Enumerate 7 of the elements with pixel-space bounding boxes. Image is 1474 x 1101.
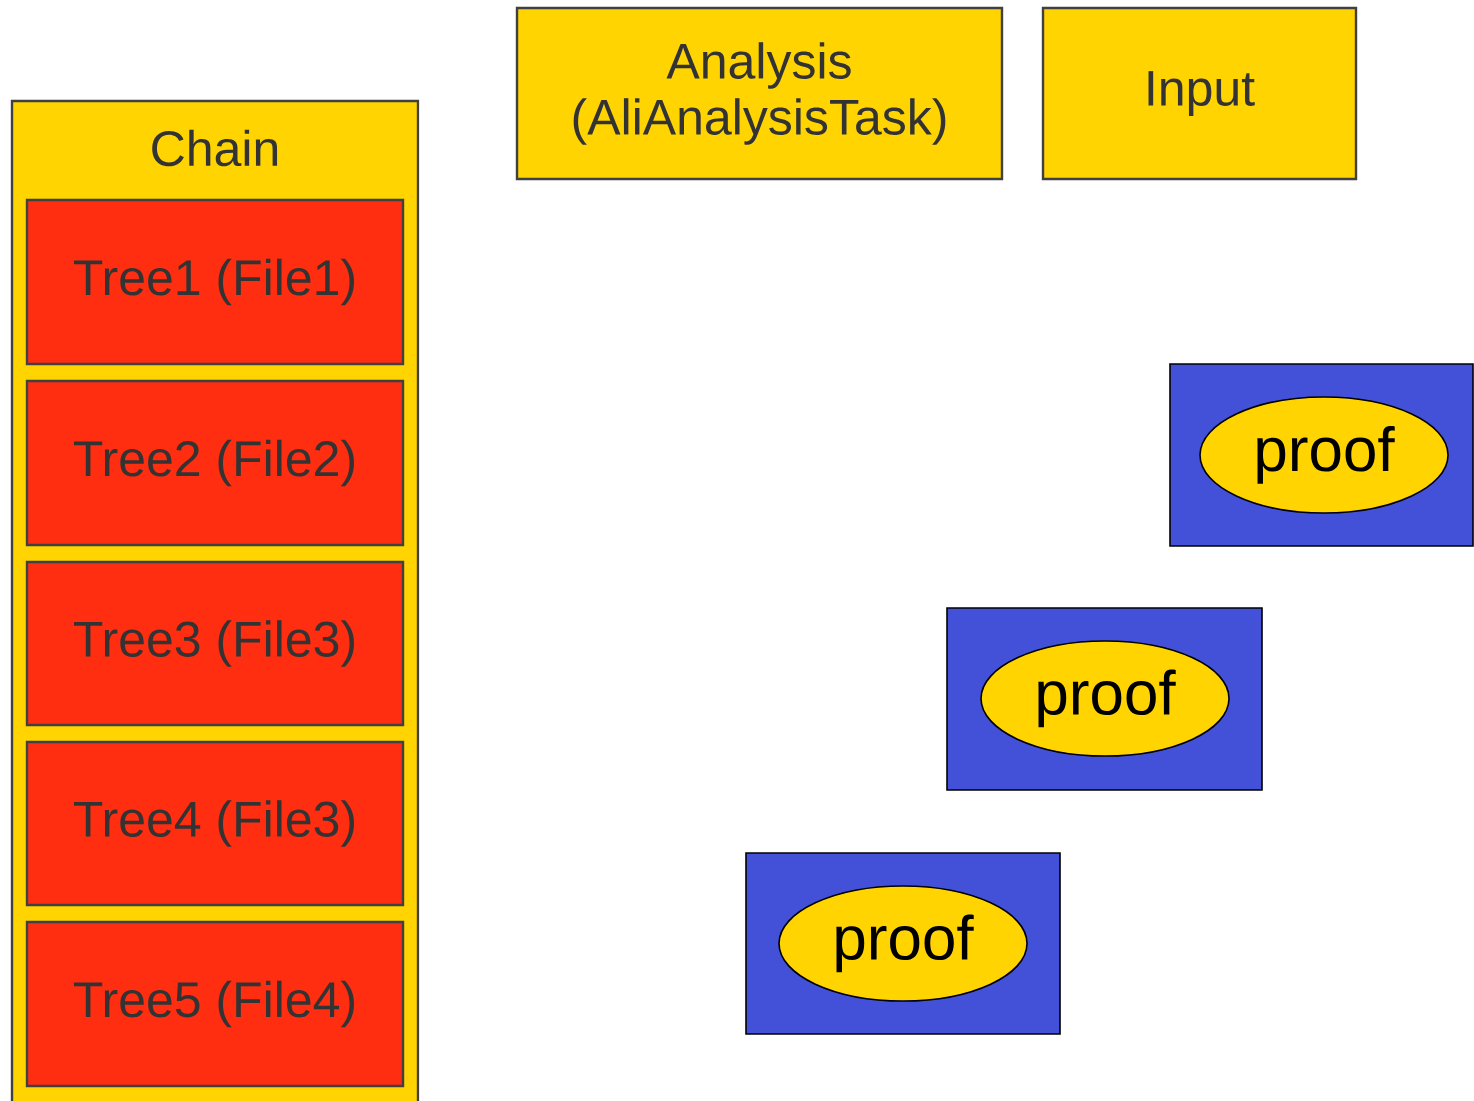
tree-box: Tree2 (File2) [25,379,405,547]
process-box: Analysis (AliAnalysisTask) [515,6,1004,181]
tree-box: Tree3 (File3) [25,560,405,727]
process-box: Input [1041,6,1358,181]
tree-box: Tree4 (File3) [25,740,405,907]
tree-box: Tree5 (File4) [25,920,405,1088]
tree-box: Tree1 (File1) [25,198,405,366]
